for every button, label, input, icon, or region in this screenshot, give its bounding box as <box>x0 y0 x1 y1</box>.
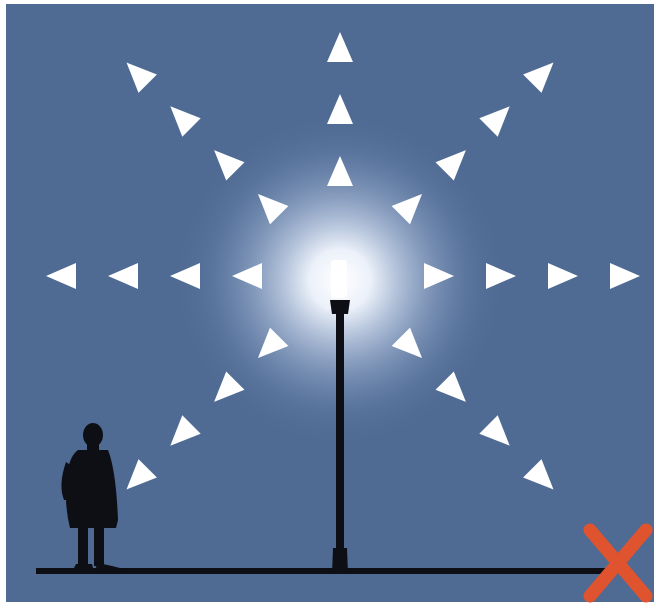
lamp-head <box>330 300 350 314</box>
lamp-base <box>332 548 348 574</box>
lamp-pole <box>336 314 344 564</box>
lamp-bulb <box>331 260 347 298</box>
